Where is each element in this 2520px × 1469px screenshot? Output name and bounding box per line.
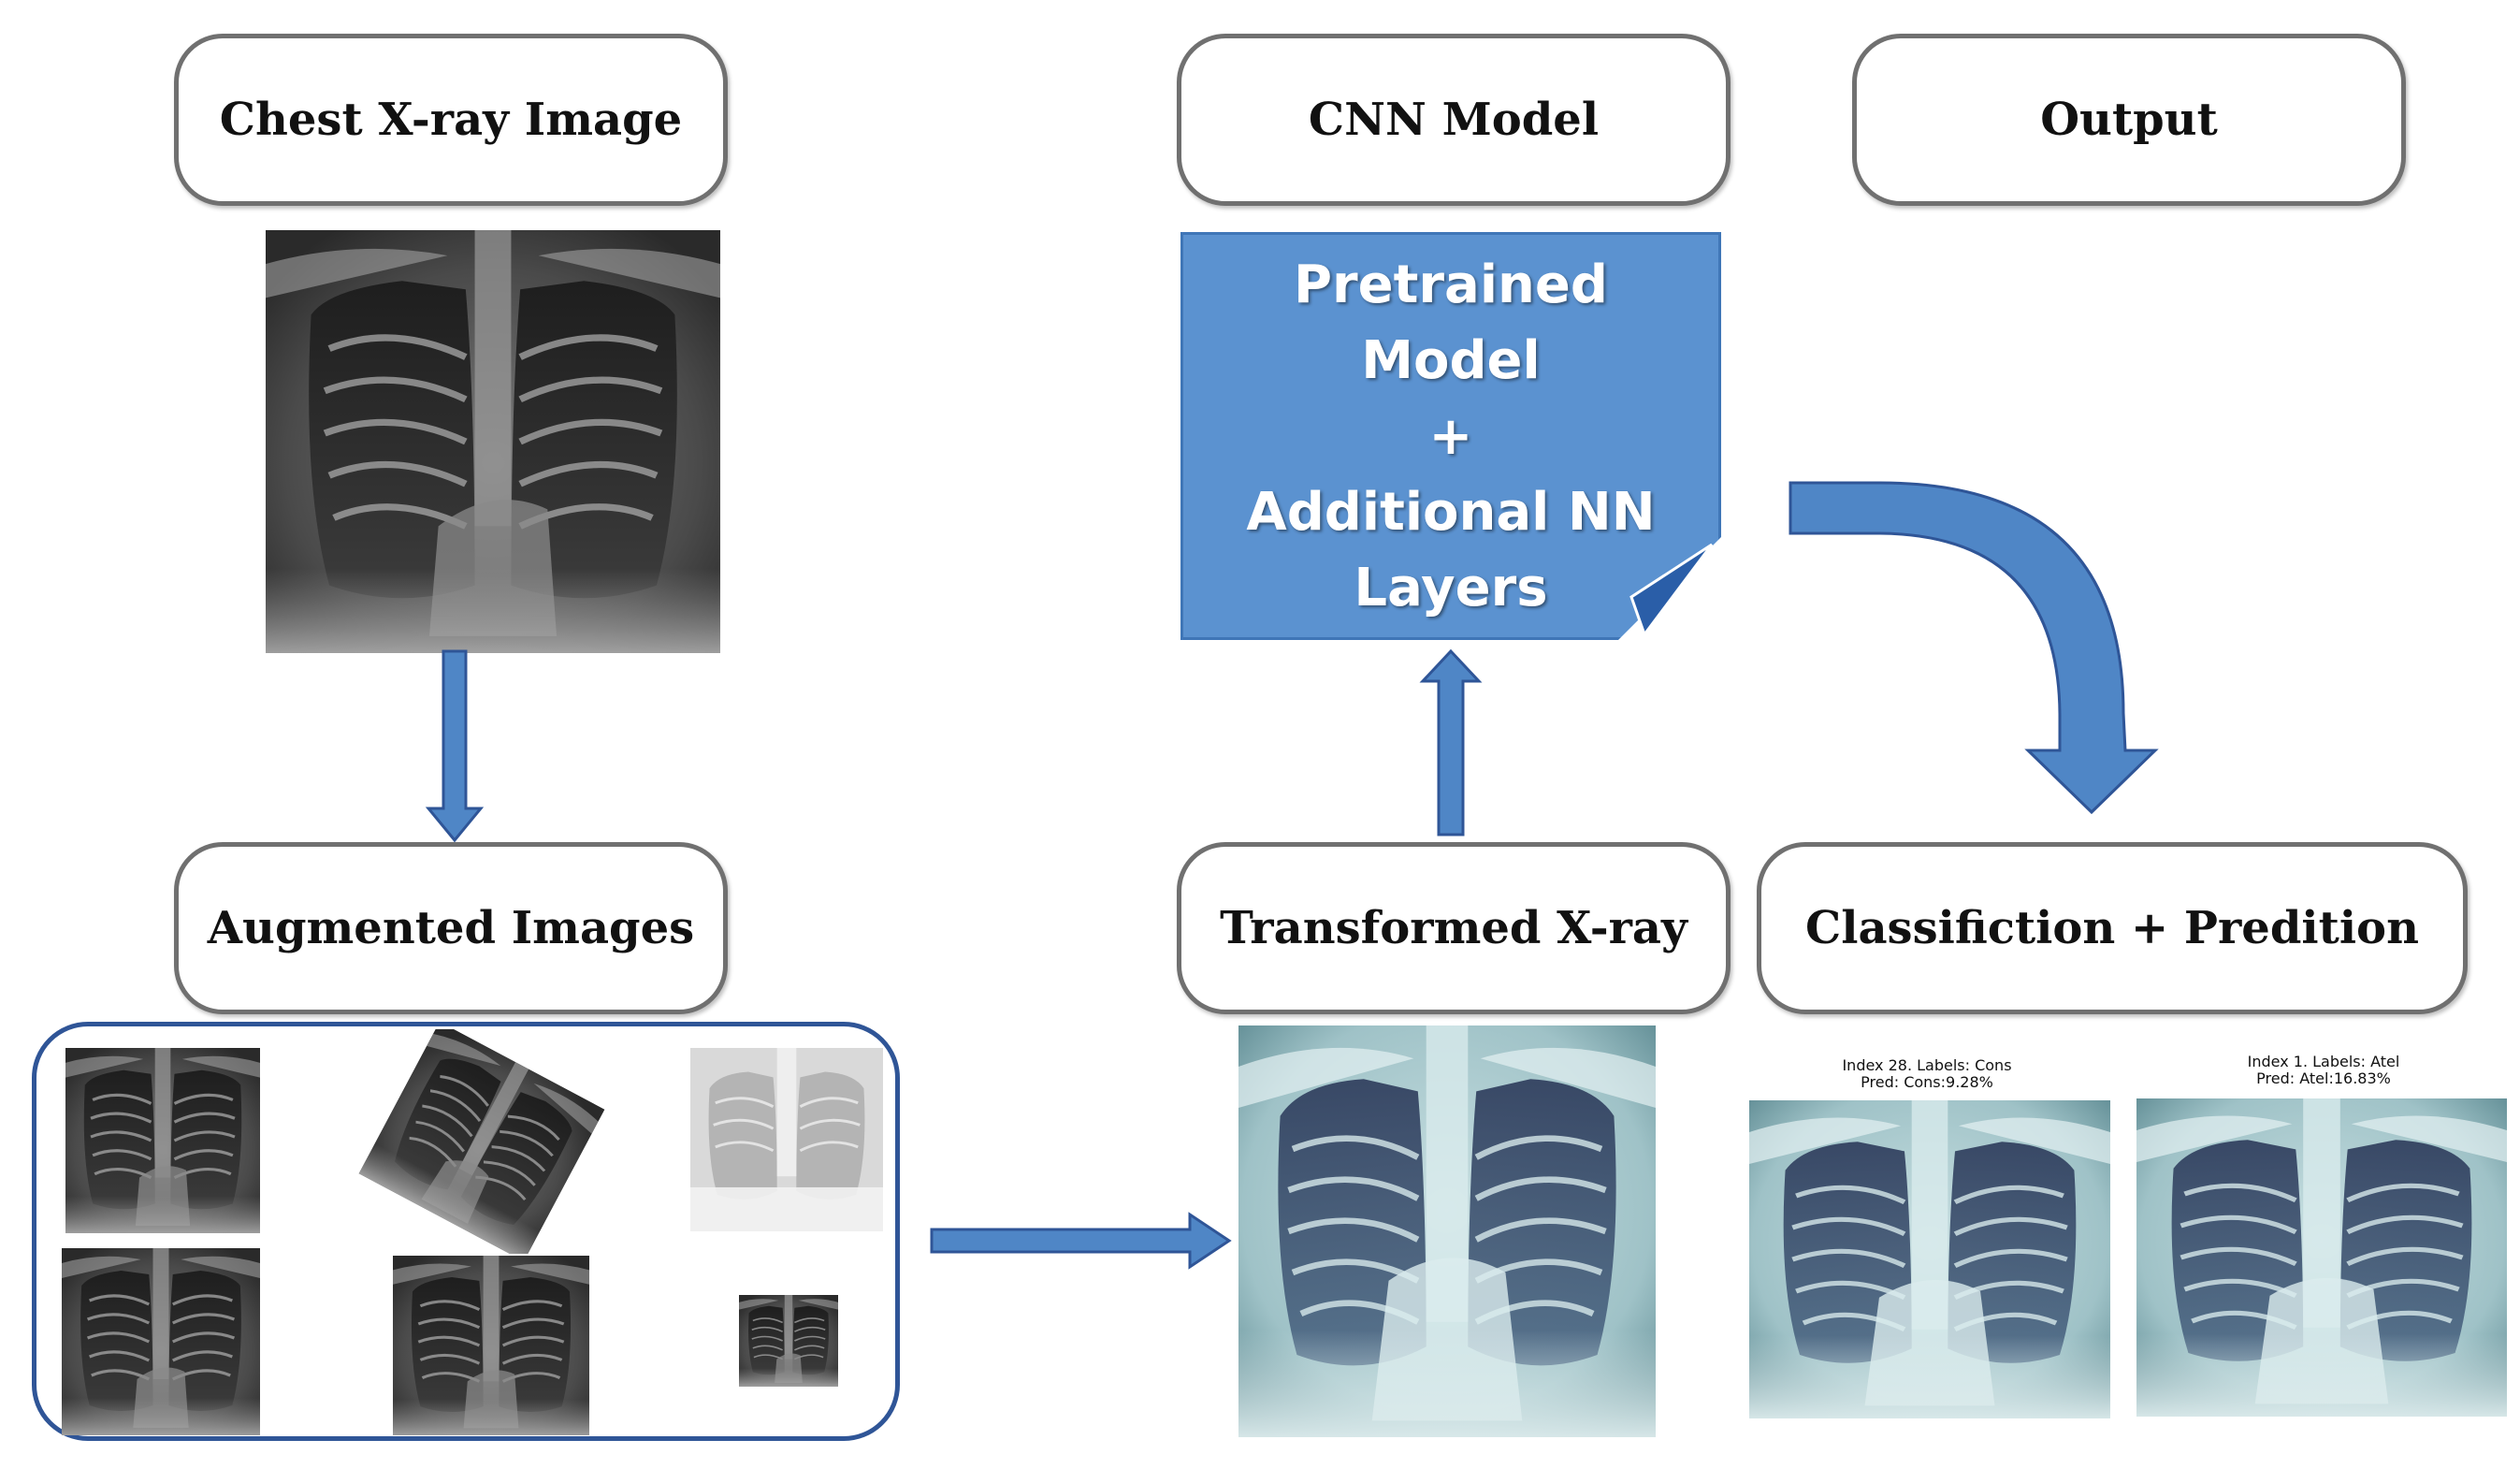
augmented-image-1: [65, 1048, 260, 1233]
chest-xray-image: [266, 230, 720, 653]
augmented-images-box: Augmented Images: [174, 842, 728, 1014]
page-fold-icon: [1618, 537, 1721, 640]
prediction-caption-2: Index 1. Labels: Atel Pred: Atel:16.83%: [2138, 1054, 2509, 1087]
cnn-line-layers: Layers: [1354, 557, 1548, 618]
cnn-line-plus: +: [1428, 405, 1473, 467]
cnn-model-box: CNN Model: [1177, 34, 1731, 206]
prediction-xray-2: [2136, 1098, 2507, 1417]
pretrained-model-block: Pretrained Model + Additional NN Layers: [1180, 232, 1721, 640]
arrow-down-to-augmented: [425, 649, 485, 843]
augmented-image-5: [393, 1256, 589, 1435]
classification-prediction-box: Classifiction + Predition: [1757, 842, 2468, 1014]
prediction-1-label: Index 28. Labels: Cons: [1842, 1056, 2012, 1074]
chest-xray-image-box: Chest X-ray Image: [174, 34, 728, 206]
prediction-caption-1: Index 28. Labels: Cons Pred: Cons:9.28%: [1749, 1057, 2105, 1091]
transformed-xray-image: [1238, 1025, 1656, 1437]
prediction-1-pred: Pred: Cons:9.28%: [1861, 1073, 1993, 1091]
augmented-image-2-rotated: [358, 1029, 605, 1254]
cnn-line-additional-nn: Additional NN: [1246, 481, 1656, 543]
arrow-right-to-transformed: [930, 1212, 1232, 1270]
augmented-image-4: [62, 1248, 260, 1435]
curved-arrow-to-classification: [1789, 481, 2159, 815]
arrow-up-to-cnn: [1419, 648, 1483, 836]
prediction-2-label: Index 1. Labels: Atel: [2247, 1053, 2400, 1070]
prediction-xray-1: [1749, 1100, 2110, 1418]
augmented-image-6-small: [739, 1295, 838, 1387]
prediction-2-pred: Pred: Atel:16.83%: [2256, 1069, 2391, 1087]
augmented-image-3-bright: [690, 1048, 883, 1231]
cnn-line-model: Model: [1361, 329, 1541, 391]
cnn-line-pretrained: Pretrained: [1294, 254, 1608, 315]
output-box: Output: [1852, 34, 2406, 206]
transformed-xray-box: Transformed X-ray: [1177, 842, 1731, 1014]
